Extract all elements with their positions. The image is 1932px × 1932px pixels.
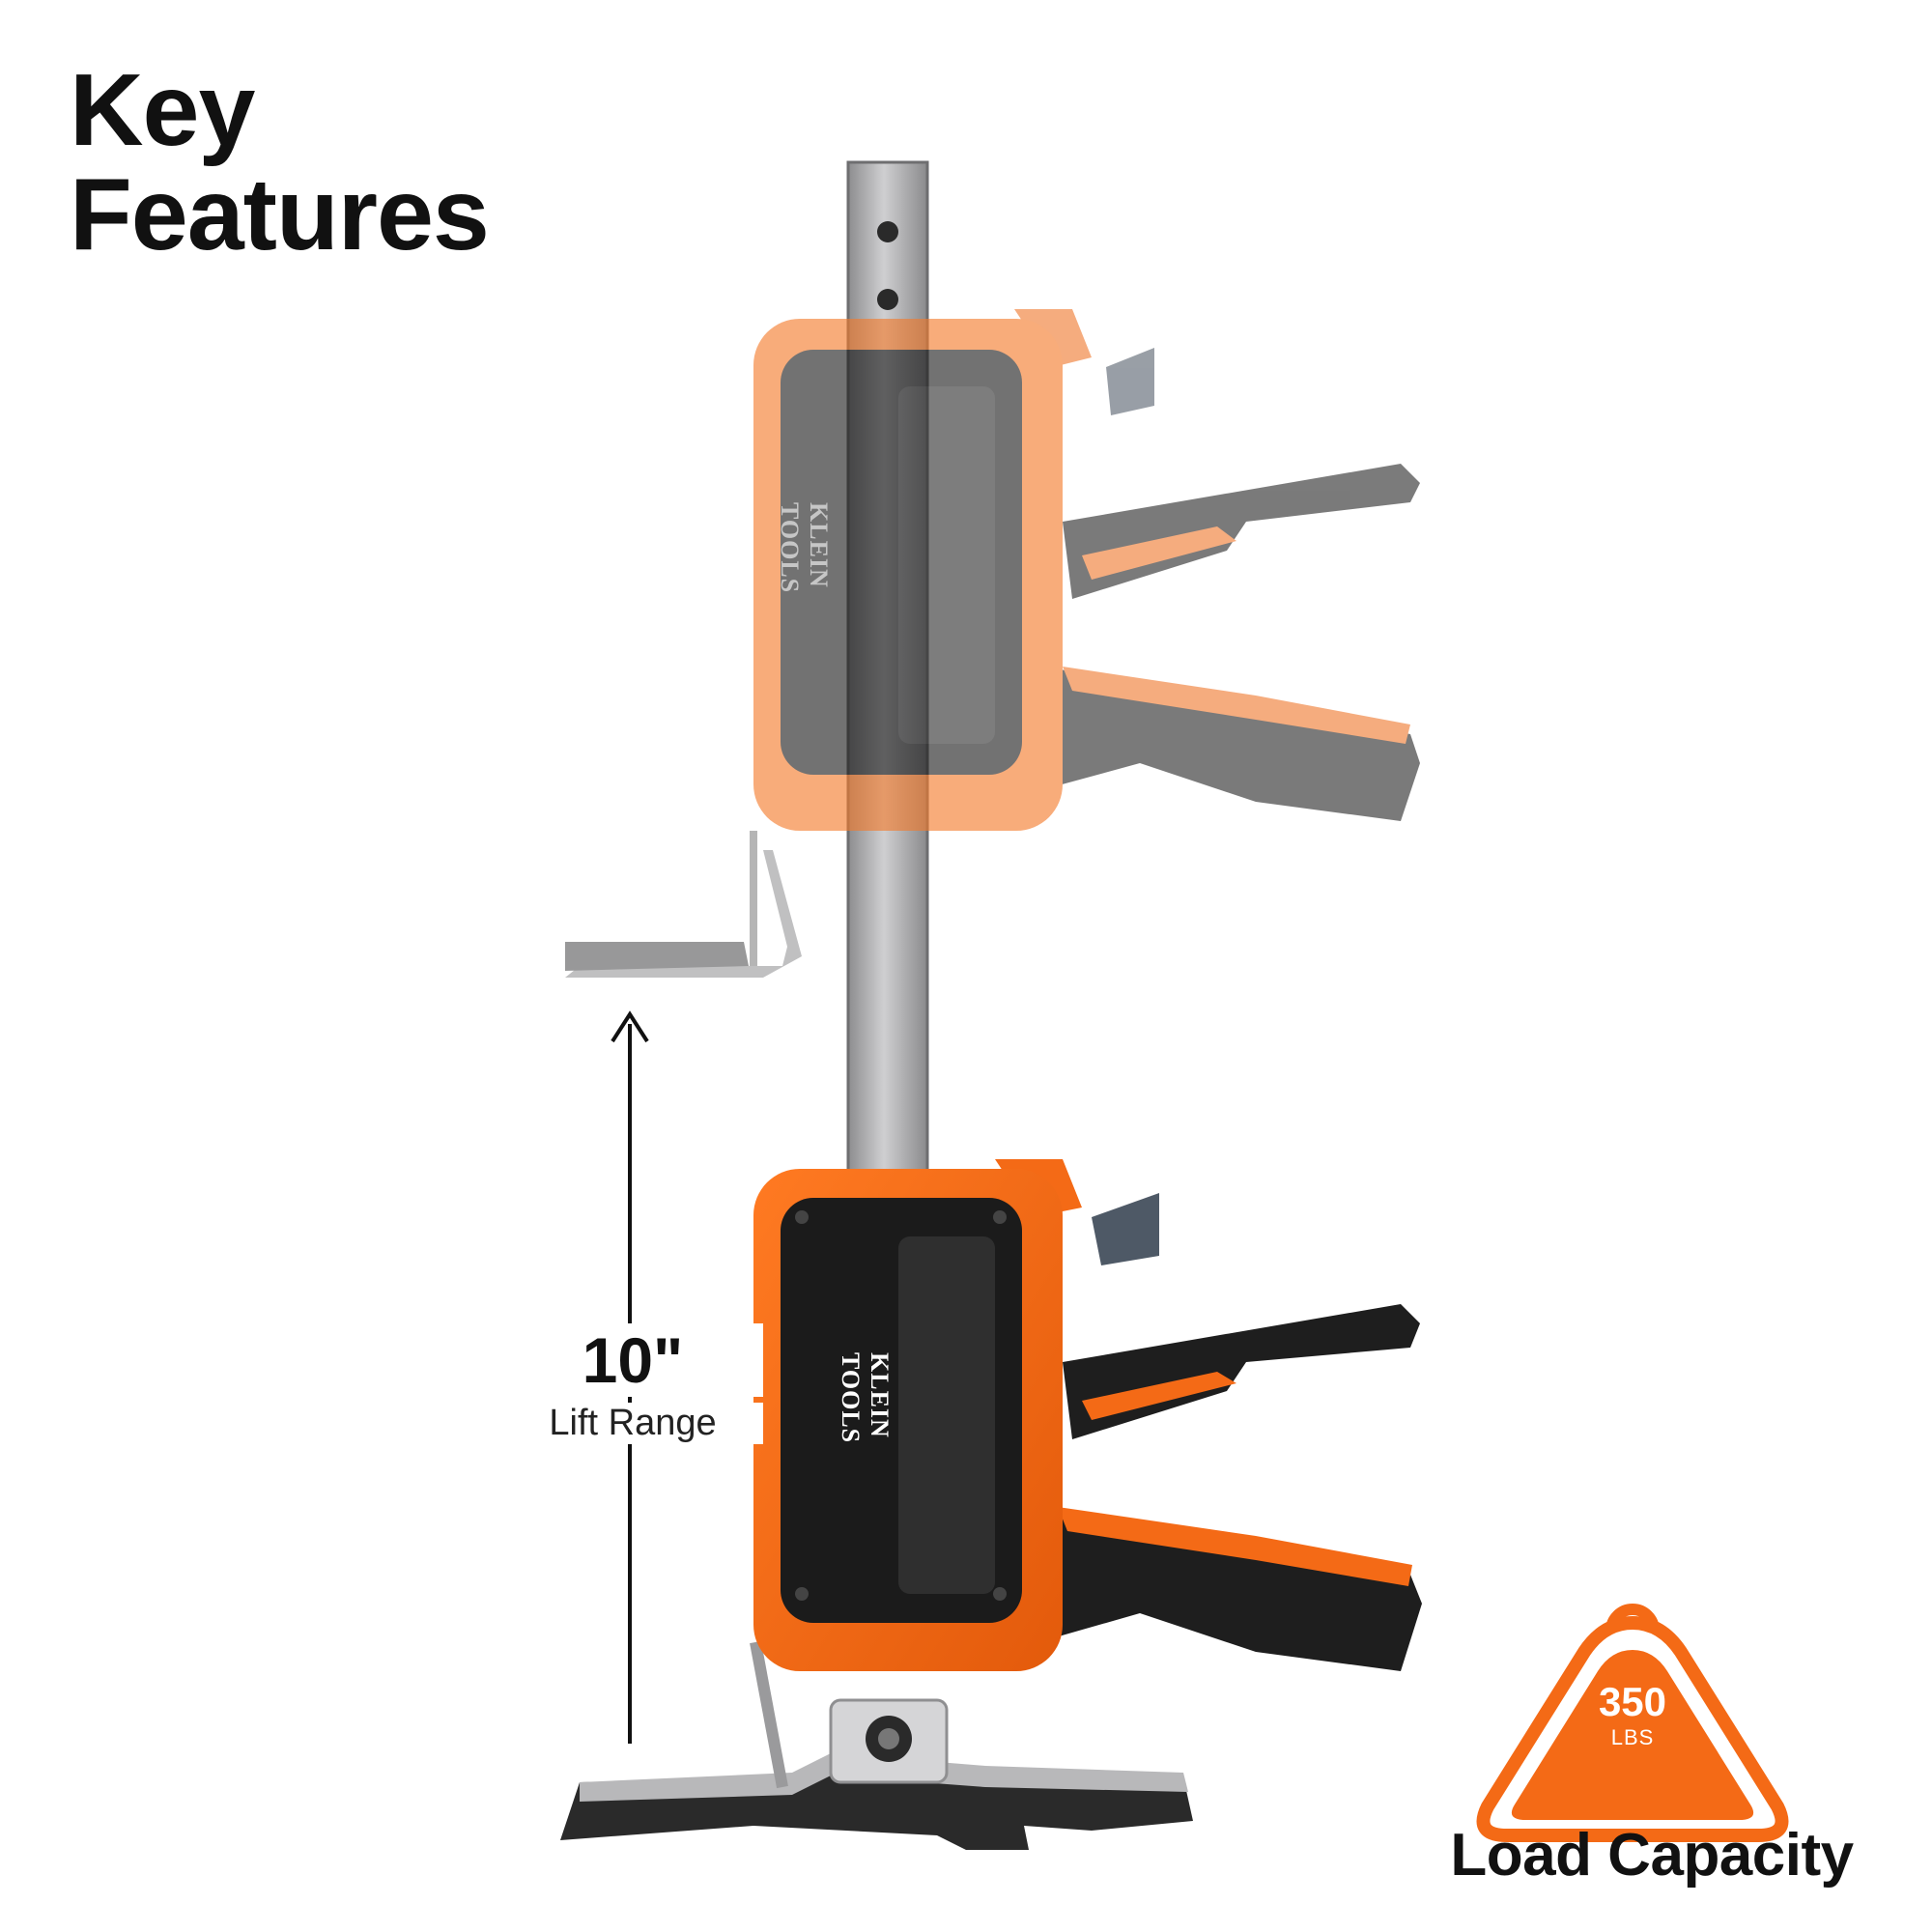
jack-raised-ghost	[565, 309, 1420, 978]
weight-icon	[1476, 1604, 1789, 1842]
title-line-2: Features	[70, 157, 490, 272]
load-capacity-unit: LBS	[1610, 1725, 1655, 1749]
load-capacity-label: Load Capacity	[1450, 1822, 1854, 1889]
brand-logo-raised: KLEIN TOOLS	[776, 502, 833, 594]
title-line-1: Key	[70, 53, 255, 167]
brand-logo-main: KLEIN TOOLS	[837, 1352, 894, 1444]
load-capacity-value: 350	[1598, 1679, 1667, 1724]
page-title: Key Features	[70, 53, 490, 272]
lift-range-value: 10"	[502, 1323, 763, 1397]
lift-range-label: Lift Range	[502, 1403, 763, 1444]
jack-main	[560, 1159, 1422, 1850]
